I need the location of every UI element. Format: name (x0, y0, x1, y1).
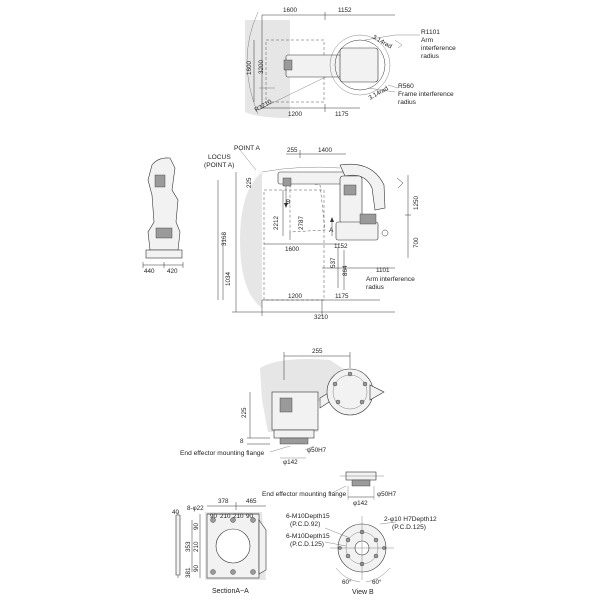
dim-section-381: 381 (185, 567, 192, 578)
dim-top-1175: 1175 (335, 111, 349, 118)
dim-side-255: 255 (287, 147, 298, 154)
caption-section-aa: SectionA−A (212, 588, 249, 595)
dim-section-378: 378 (218, 498, 229, 505)
dim-rear-440: 440 (144, 268, 155, 275)
dim-side-1200: 1200 (288, 293, 303, 300)
dim-section-holes: 8-φ22 (187, 505, 204, 512)
dim-side-1034: 1034 (225, 271, 232, 286)
label-locus-point-a: (POINT A) (204, 162, 234, 169)
wrist-housing (271, 391, 319, 431)
top-view-frame-circle (334, 39, 386, 91)
dim-wrist-bore: φ50H7 (307, 447, 327, 454)
section-aa-bore (215, 528, 251, 564)
dim-top-1600: 1600 (283, 7, 298, 14)
label-r1101-l1: Arm (421, 37, 434, 44)
dim-top-1600-v: 1600 (246, 60, 253, 75)
dim-side-1400: 1400 (318, 147, 333, 154)
label-holes-pcd125-sub: (P.C.D.125) (290, 541, 324, 548)
dim-side-2212: 2212 (273, 215, 280, 230)
caption-view-b: View B (352, 589, 374, 596)
label-r560-l2: radius (398, 99, 417, 106)
label-arm-interference: Arm interference (366, 276, 415, 283)
dim-side-2787: 2787 (298, 215, 305, 230)
dim-wrist-255: 255 (312, 348, 323, 355)
dim-section-90a: 90 (210, 513, 218, 520)
dim-side-3210: 3210 (314, 314, 329, 321)
top-view-reach-arc (246, 11, 259, 115)
dim-section-210b: 210 (233, 513, 244, 520)
dim-view-b-outer: φ142 (353, 500, 368, 507)
label-wrist-flange: End effector mounting flange (180, 450, 265, 457)
dim-side-1101: 1101 (376, 267, 390, 274)
side-view-column (339, 175, 363, 225)
dim-side-3168: 3168 (221, 231, 228, 246)
dim-side-537: 537 (330, 257, 337, 268)
dim-wrist-225: 225 (241, 407, 248, 418)
label-r560: R560 (398, 83, 414, 90)
dim-side-1152: 1152 (334, 243, 348, 250)
side-view-envelope (240, 172, 262, 308)
dim-wrist-8: 8 (240, 438, 244, 445)
rear-view: 440 420 (142, 157, 184, 275)
dim-rear-420: 420 (167, 268, 178, 275)
section-aa: 378 465 8-φ22 90 210 210 90 40 353 381 9… (172, 498, 267, 595)
label-holes-pcd92: 6-M10Depth15 (286, 513, 330, 520)
dim-top-3200-v: 3200 (258, 59, 265, 74)
label-point-a: POINT A (234, 145, 260, 152)
wrist-view: 255 225 8 End effector mounting flange φ… (180, 348, 385, 466)
label-holes-pcd125: 6-M10Depth15 (286, 533, 330, 540)
dim-section-90b: 90 (246, 513, 254, 520)
top-view-arm (285, 54, 342, 78)
label-view-b: B (286, 199, 291, 206)
dim-side-1600: 1600 (285, 246, 300, 253)
dim-side-1250: 1250 (413, 195, 420, 210)
dim-section-210a: 210 (220, 513, 231, 520)
top-view-base (339, 47, 379, 83)
label-pin-holes: 2-φ10 H7Depth12 (384, 516, 437, 523)
dim-top-1152: 1152 (338, 7, 352, 14)
label-arm-interference-radius: radius (366, 284, 385, 291)
dim-side-700: 700 (413, 237, 420, 248)
label-holes-pcd92-sub: (P.C.D.92) (290, 521, 320, 528)
dim-section-40: 40 (172, 509, 180, 516)
label-r1101-l2: interference (421, 45, 456, 52)
label-r1101-l3: radius (421, 53, 440, 60)
side-view-work-zone (263, 189, 325, 301)
label-view-b-flange: End effector mounting flange (262, 491, 347, 498)
dim-view-b-angle1: 60° (342, 578, 352, 586)
label-r1101: R1101 (421, 29, 440, 36)
dim-top-1200: 1200 (288, 111, 303, 118)
side-view-base (335, 221, 379, 241)
wrist-flange-plate (279, 437, 309, 445)
dim-section-353: 353 (185, 541, 192, 552)
side-view: POINT A LOCUS (POINT A) 255 1400 225 221… (204, 145, 420, 321)
label-section-a: A (329, 227, 334, 234)
dim-section-210c: 210 (193, 541, 200, 552)
dim-view-b-bore: φ50H7 (377, 491, 397, 498)
label-r560-l1: Frame interference (398, 91, 454, 98)
dim-side-864: 864 (342, 265, 349, 276)
dim-side-225: 225 (246, 177, 253, 188)
label-locus: LOCUS (208, 154, 231, 161)
top-view: 1600 1152 1200 1175 1600 3200 R3210 3.14… (245, 7, 456, 118)
dim-view-b-angle2: 60° (372, 578, 382, 586)
side-view-lower-arm (339, 163, 386, 211)
dim-side-1175: 1175 (335, 293, 349, 300)
dim-section-90d: 90 (193, 564, 200, 572)
dim-section-90c: 90 (193, 522, 200, 530)
view-b: End effector mounting flange φ50H7 φ142 … (262, 471, 437, 596)
dim-wrist-outer: φ142 (283, 459, 298, 466)
top-view-envelope (245, 20, 290, 118)
label-pin-holes-sub: (P.C.D.125) (392, 524, 426, 531)
dim-section-465: 465 (246, 498, 257, 505)
